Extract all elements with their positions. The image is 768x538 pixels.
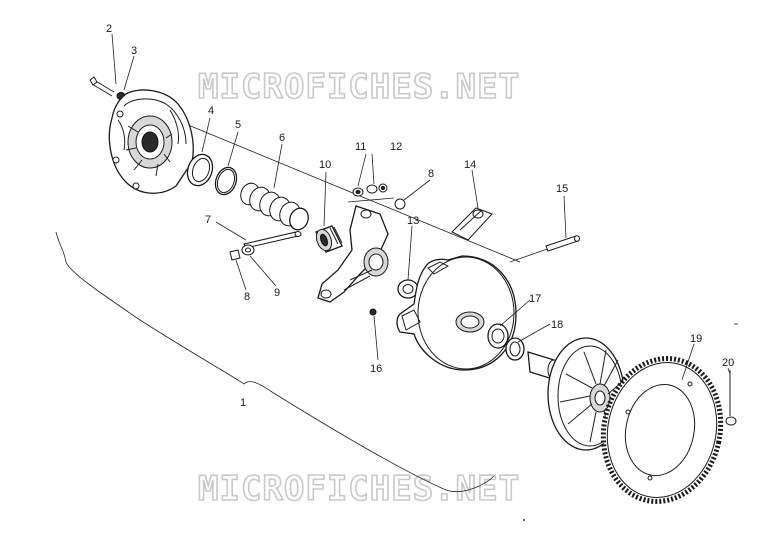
scan-dot [523,519,525,521]
part-screw-16 [369,308,377,316]
part-arm-lever [317,205,389,303]
leader-lines [111,33,731,381]
part-movable-sheave [396,255,517,371]
part-ring-gear-19 [600,356,724,504]
part-pin-15 [545,235,580,252]
part-nut-12 [366,183,388,194]
callout-12: 12 [390,141,402,153]
part-nut-8-right [394,198,406,210]
part-snap-ring-5 [214,166,238,196]
callout-1: 1 [240,397,246,409]
callout-8-left: 8 [244,291,250,303]
callout-7: 7 [205,214,211,226]
part-bushing-10 [315,225,343,253]
callout-11: 11 [355,141,366,153]
watermark-top: MICROFICHES.NET [198,67,520,107]
part-pin-7 [243,231,302,249]
part-bolt-2 [89,76,115,97]
callout-18: 18 [551,319,563,331]
part-bolt-20 [725,370,737,426]
part-cap-8-left [229,249,241,261]
part-bearing-17 [487,323,509,349]
part-cover-housing [108,89,194,194]
watermark-bottom: MICROFICHES.NET [198,469,520,509]
leader-base-11-12 [347,197,395,203]
callout-13: 13 [407,215,419,227]
callout-17: 17 [529,293,541,305]
callout-16: 16 [370,363,382,375]
callout-3: 3 [131,45,137,57]
part-roller-9 [241,244,255,256]
part-washer-11 [352,187,364,197]
callout-14: 14 [464,159,476,171]
part-clip-14 [451,207,493,241]
callout-20: 20 [722,357,734,369]
assembly-bracket-1 [55,231,495,492]
callout-6: 6 [279,132,285,144]
callout-5: 5 [235,119,241,131]
part-ring-4 [186,153,214,187]
part-spring-6 [240,182,309,231]
callout-15: 15 [556,183,568,195]
callout-19: 19 [690,333,702,345]
callout-2: 2 [106,23,112,35]
callout-10: 10 [319,159,331,171]
part-ring-18 [505,337,525,361]
callout-8-right: 8 [428,168,434,180]
callout-9: 9 [274,287,280,299]
callout-4: 4 [208,105,214,117]
